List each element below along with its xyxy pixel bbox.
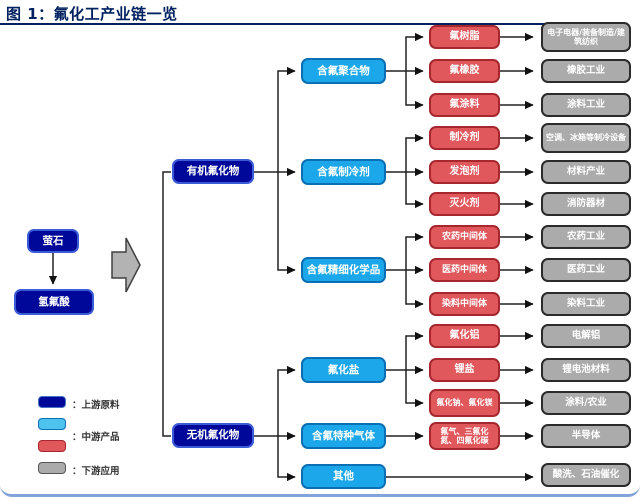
node-electronics-industry: 电子电器/装备制造/建筑纺织 (541, 22, 631, 52)
node-electrolytic-aluminum: 电解铝 (541, 324, 631, 348)
node-other: 其他 (301, 464, 386, 489)
node-organic-fluoride: 有机氟化物 (172, 159, 254, 184)
node-fluoro-refrigerant: 含氟制冷剂 (301, 159, 386, 185)
node-fluorocoating: 氟涂料 (429, 93, 500, 117)
node-hydrofluoric-acid: 氢氟酸 (14, 289, 94, 315)
title-underline (0, 23, 603, 25)
legend-swatch-midstream-red (38, 440, 66, 452)
node-refrigerant: 制冷剂 (429, 126, 500, 150)
node-fluoropolymer: 含氟聚合物 (301, 58, 386, 84)
legend-swatch-midstream-cyan (38, 418, 66, 430)
node-fluororubber: 氟橡胶 (429, 59, 500, 83)
node-special-gas: 含氟特种气体 (301, 423, 386, 449)
node-fluoro-fine-chemical: 含氟精细化学品 (301, 257, 386, 283)
node-pharma-intermediate: 医药中间体 (429, 258, 500, 282)
node-fire-extinguishing-agent: 灭火剂 (429, 192, 500, 216)
node-pharma-industry: 医药工业 (541, 258, 631, 282)
node-material-industry: 材料产业 (541, 160, 631, 184)
legend-label-downstream: ：下游应用 (72, 466, 120, 477)
node-fluororesin: 氟树脂 (429, 25, 500, 49)
legend-label-upstream: ：上游原料 (72, 400, 120, 411)
node-coating-agriculture: 涂料/农业 (541, 391, 631, 415)
node-dye-industry: 染料工业 (541, 292, 631, 316)
legend-label-midstream: ：中游产品 (72, 432, 120, 443)
flow-arrow-icon (111, 237, 141, 293)
node-fluoride-salt: 氟化盐 (301, 357, 386, 383)
node-dye-intermediate: 染料中间体 (429, 292, 500, 316)
node-naf-mgf: 氟化钠、氟化镁 (429, 389, 500, 417)
chart-frame-bottom-border (0, 485, 640, 497)
node-aluminum-fluoride: 氟化铝 (429, 324, 500, 348)
node-semiconductor: 半导体 (541, 424, 631, 448)
node-f2-nf3-cf4: 氟气、三氟化氮、四氟化碳 (429, 422, 500, 450)
legend-swatch-upstream (38, 396, 66, 408)
node-fire-equipment: 消防器材 (541, 192, 631, 216)
node-pesticide-intermediate: 农药中间体 (429, 225, 500, 249)
node-pickling-petroleum: 酸洗、石油催化 (541, 463, 631, 487)
figure-title: 图 1：氟化工产业链一览 (6, 5, 178, 23)
node-fluorite: 萤石 (27, 229, 79, 253)
node-pesticide-industry: 农药工业 (541, 225, 631, 249)
node-coating-industry: 涂料工业 (541, 93, 631, 117)
node-foaming-agent: 发泡剂 (429, 160, 500, 184)
legend-swatch-downstream (38, 462, 66, 474)
node-lithium-salt: 锂盐 (429, 358, 500, 382)
node-rubber-industry: 橡胶工业 (541, 59, 631, 83)
node-cooling-equipment: 空调、冰箱等制冷设备 (541, 123, 631, 153)
node-lithium-battery-material: 锂电池材料 (541, 358, 631, 382)
node-inorganic-fluoride: 无机氟化物 (172, 423, 254, 448)
